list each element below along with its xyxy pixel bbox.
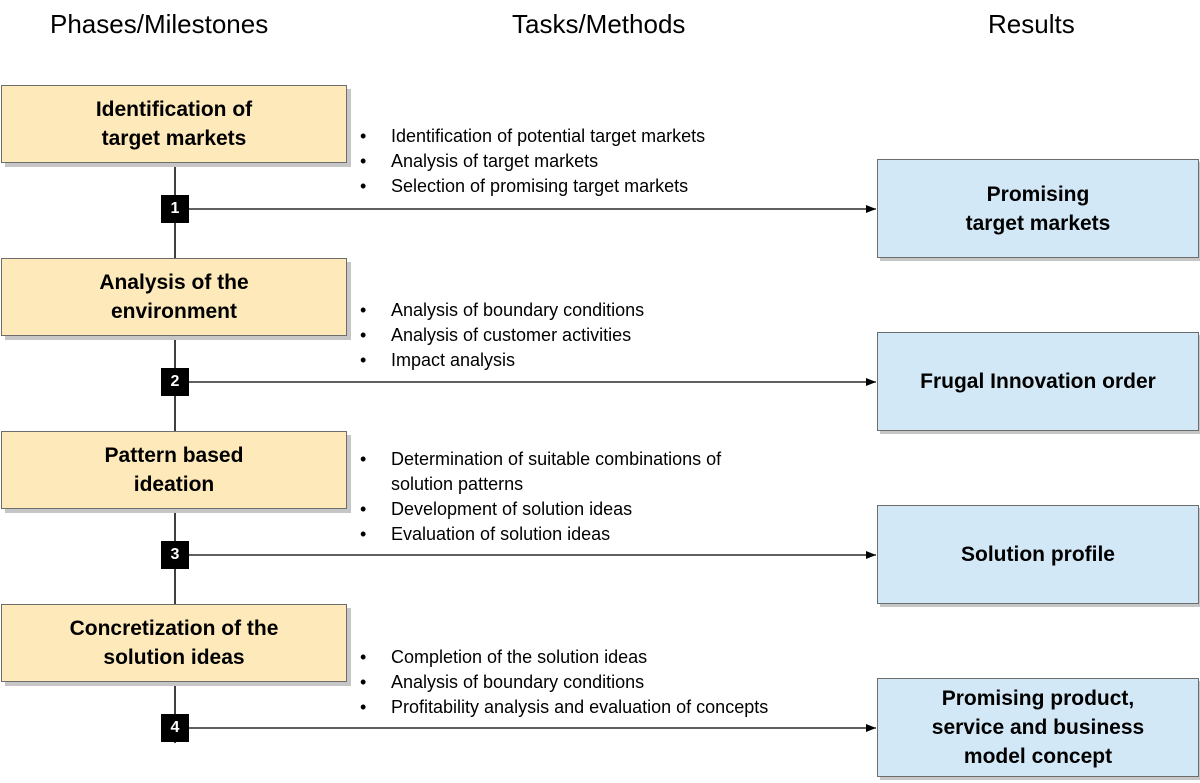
task-item: Impact analysis	[358, 348, 858, 373]
milestone-marker-2: 2	[161, 368, 189, 396]
phase-box-3: Pattern based ideation	[1, 431, 347, 509]
task-item: Analysis of boundary conditions	[358, 298, 858, 323]
task-item: Profitability analysis and evaluation of…	[358, 695, 858, 720]
phase-box-2: Analysis of the environment	[1, 258, 347, 336]
phase-box-1: Identification of target markets	[1, 85, 347, 163]
phase-box-4: Concretization of the solution ideas	[1, 604, 347, 682]
task-list-2: Analysis of boundary conditions Analysis…	[358, 298, 858, 373]
task-item: Selection of promising target markets	[358, 174, 858, 199]
result-box-1: Promising target markets	[877, 159, 1199, 258]
task-item: Analysis of customer activities	[358, 323, 858, 348]
header-phases: Phases/Milestones	[50, 9, 269, 39]
milestone-marker-3: 3	[161, 541, 189, 569]
result-box-2: Frugal Innovation order	[877, 332, 1199, 431]
task-list-3: Determination of suitable combinations o…	[358, 447, 788, 547]
result-box-4: Promising product, service and business …	[877, 678, 1199, 777]
task-list-1: Identification of potential target marke…	[358, 124, 858, 199]
task-item: Identification of potential target marke…	[358, 124, 858, 149]
task-item: Determination of suitable combinations o…	[358, 447, 788, 497]
task-item: Analysis of target markets	[358, 149, 858, 174]
task-item: Evaluation of solution ideas	[358, 522, 788, 547]
milestone-marker-4: 4	[161, 714, 189, 742]
result-box-3: Solution profile	[877, 505, 1199, 604]
task-item: Development of solution ideas	[358, 497, 788, 522]
milestone-marker-1: 1	[161, 195, 189, 223]
task-item: Completion of the solution ideas	[358, 645, 858, 670]
header-results: Results	[988, 9, 1075, 39]
header-tasks: Tasks/Methods	[512, 9, 686, 39]
task-item: Analysis of boundary conditions	[358, 670, 858, 695]
task-list-4: Completion of the solution ideas Analysi…	[358, 645, 858, 720]
